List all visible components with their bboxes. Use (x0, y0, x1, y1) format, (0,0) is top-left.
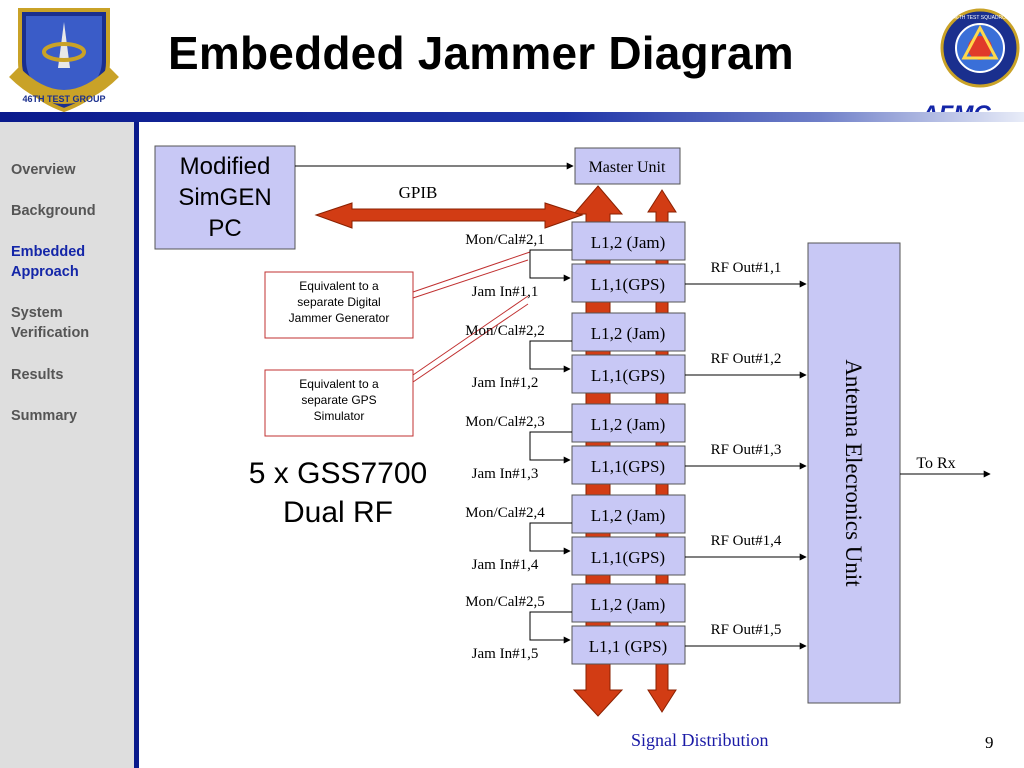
rf-out-label: RF Out#1,4 (711, 533, 782, 549)
rf-out-label: RF Out#1,2 (711, 351, 782, 367)
gps-label: L1,1(GPS) (591, 275, 665, 294)
jam-in-label: Jam In#1,2 (472, 375, 539, 391)
746th-test-squadron-logo: 746TH TEST SQUADRON (940, 8, 1020, 88)
gps-label: L1,1(GPS) (591, 457, 665, 476)
gpib-arrow: GPIB (314, 183, 584, 229)
header-bar (0, 112, 1024, 122)
gss-label-line-1: 5 x GSS7700 (249, 457, 427, 490)
callout-gps-line-2: separate GPS (301, 393, 376, 407)
pc-line-1: Modified (180, 153, 271, 180)
callout-gps-simulator: Equivalent to a separate GPS Simulator (264, 295, 529, 437)
jam-box (571, 221, 686, 261)
master-unit-label: Master Unit (589, 159, 666, 176)
page-number: 9 (985, 733, 994, 752)
mon-cal-label: Mon/Cal#2,2 (465, 323, 545, 339)
jam-label: L1,2 (Jam) (591, 506, 666, 525)
jam-label: L1,2 (Jam) (591, 595, 666, 614)
simgen-pc-box: Modified SimGEN PC (154, 145, 296, 250)
sidebar-item-background[interactable]: Background (11, 203, 96, 219)
callout-digital-line-2: separate Digital (297, 295, 380, 309)
pc-line-2: SimGEN (178, 184, 271, 211)
sidebar-item-results[interactable]: Results (11, 367, 64, 383)
loopback-connection (529, 431, 572, 464)
rf-out-label: RF Out#1,5 (711, 622, 782, 638)
mon-cal-label: Mon/Cal#2,4 (465, 505, 545, 521)
mon-cal-label: Mon/Cal#2,3 (465, 414, 545, 430)
sidebar-item-summary[interactable]: Summary (11, 408, 78, 424)
gps-label: L1,1 (GPS) (589, 637, 667, 656)
gps-box (571, 445, 686, 485)
jam-in-label: Jam In#1,4 (472, 557, 539, 573)
mon-cal-label: Mon/Cal#2,1 (465, 232, 545, 248)
sidebar-item-system-verification[interactable]: System Verification (11, 305, 90, 341)
jam-box (571, 494, 686, 534)
master-unit-box: Master Unit (574, 147, 681, 185)
gps-box (571, 354, 686, 394)
gps-box (571, 625, 686, 665)
jam-box (571, 583, 686, 623)
antenna-electronics-unit: Antenna Elecronics Unit (807, 242, 901, 704)
mon-cal-label: Mon/Cal#2,5 (465, 594, 545, 610)
jam-label: L1,2 (Jam) (591, 233, 666, 252)
page-title: Embedded Jammer Diagram (168, 27, 794, 79)
logo-right-text: 746TH TEST SQUADRON (950, 15, 1010, 21)
diagram-caption: Signal Distribution (631, 730, 769, 750)
callout-digital-jammer: Equivalent to a separate Digital Jammer … (264, 251, 531, 339)
sidebar-item-overview[interactable]: Overview (11, 162, 76, 178)
46th-test-group-logo: 46TH TEST GROUP (9, 8, 119, 113)
callout-gps-line-1: Equivalent to a (299, 377, 379, 391)
gss-label-line-2: Dual RF (283, 496, 393, 529)
gps-label: L1,1(GPS) (591, 548, 665, 567)
to-rx-label: To Rx (916, 455, 955, 472)
callout-digital-line-3: Jammer Generator (289, 311, 390, 325)
jam-label: L1,2 (Jam) (591, 415, 666, 434)
jam-in-label: Jam In#1,3 (472, 466, 539, 482)
jam-box (571, 312, 686, 352)
aeu-label: Antenna Elecronics Unit (841, 359, 866, 587)
gps-box (571, 536, 686, 576)
sidebar (0, 122, 134, 768)
rf-out-label: RF Out#1,3 (711, 442, 782, 458)
gps-box (571, 263, 686, 303)
callout-digital-line-1: Equivalent to a (299, 279, 379, 293)
sidebar-divider (134, 122, 139, 768)
pc-line-3: PC (208, 215, 241, 242)
loopback-connection (529, 249, 572, 282)
rf-out-label: RF Out#1,1 (711, 260, 782, 276)
sidebar-item-embedded-approach[interactable]: Embedded Approach (11, 244, 86, 280)
jam-box (571, 403, 686, 443)
loopback-connection (529, 340, 572, 373)
gps-label: L1,1(GPS) (591, 366, 665, 385)
loopback-connection (529, 522, 572, 555)
loopback-connection (529, 611, 572, 644)
gpib-label: GPIB (399, 183, 438, 202)
jam-label: L1,2 (Jam) (591, 324, 666, 343)
jam-in-label: Jam In#1,5 (472, 646, 539, 662)
logo-left-text: 46TH TEST GROUP (22, 94, 105, 104)
jam-in-label: Jam In#1,1 (472, 284, 539, 300)
callout-gps-line-3: Simulator (314, 409, 365, 423)
